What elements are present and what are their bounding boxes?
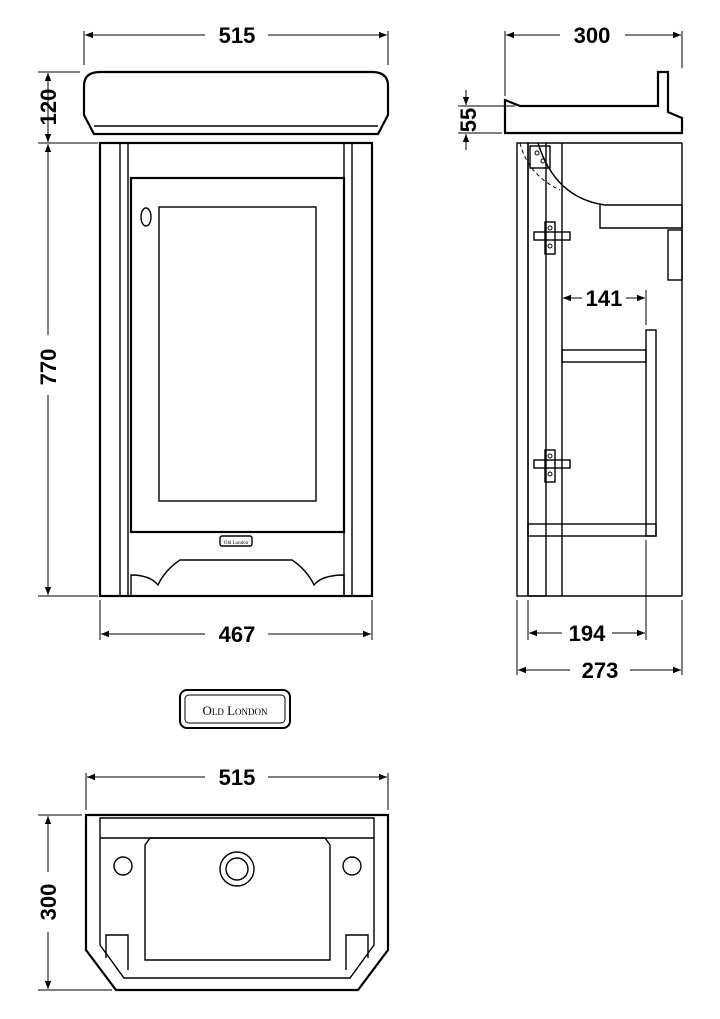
side-view: 300 55 141 194 273 [456,23,684,683]
dim-side-shelf-depth: 141 [586,286,623,311]
side-basin-bowl [537,142,682,206]
bracket-icon [529,145,551,169]
side-base-panel [527,523,657,537]
waste-icon [219,851,255,887]
front-view: Old London 515 120 770 467 [36,23,390,647]
dim-front-width-top: 515 [219,23,256,48]
dim-side-depth-top: 300 [574,23,611,48]
top-bowl [144,837,331,961]
top-view: 515 300 [36,765,390,992]
front-badge [219,535,253,547]
hinge-top-icon [533,221,571,255]
old-london-logo: Old London [179,689,291,729]
dim-side-total-depth: 273 [582,658,619,683]
top-outline [84,813,390,992]
side-basin-profile [503,70,684,135]
hinge-bottom-icon [533,449,571,483]
dim-front-width-bottom: 467 [219,622,256,647]
front-door-panel [158,206,317,502]
side-panel [516,142,529,597]
front-badge-text: Old London [224,541,249,546]
door-handle-icon [140,207,152,227]
dim-top-depth: 300 [36,884,61,921]
logo-text: Old London [202,703,268,718]
side-shelf [561,349,647,363]
tap-hole-left-icon [113,856,133,876]
tap-hole-right-icon [342,856,362,876]
dim-side-basin-lip: 55 [456,108,481,132]
side-back-panel [645,329,657,537]
dim-top-width: 515 [219,765,256,790]
dim-side-inner-depth: 194 [569,621,606,646]
front-basin-top [82,70,390,136]
front-plinth [130,559,345,596]
front-door [129,176,346,534]
dim-front-basin-height: 120 [36,89,61,126]
front-cabinet-body [98,141,374,598]
dim-front-cabinet-height: 770 [36,349,61,386]
